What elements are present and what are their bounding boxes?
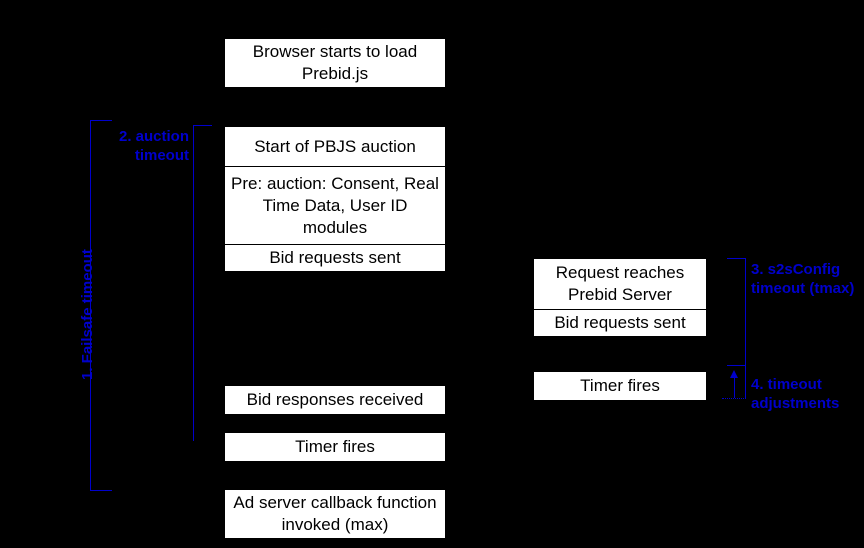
flow-box-label: Bid requests sent [554, 313, 686, 332]
flow-box-auction-start: Start of PBJS auction [225, 127, 445, 166]
annotation-auction-timeout: 2. auction timeout [118, 128, 189, 164]
flow-box-label: Pre: auction: Consent, Real Time Data, U… [231, 173, 439, 237]
flow-box-timer-fires-server: Timer fires [534, 372, 706, 400]
flow-box-label: Timer fires [295, 437, 375, 456]
s2sconfig-bracket-vertical [745, 258, 746, 366]
auction-timeout-bracket-tick-top [193, 125, 212, 126]
s2sconfig-bracket-tick-bottom [727, 365, 746, 366]
flow-box-browser-load: Browser starts to load Prebid.js [225, 39, 445, 87]
annotation-timeout-adjustments: 4. timeout adjustments [751, 376, 840, 412]
flow-box-label: Start of PBJS auction [254, 136, 416, 156]
flow-box-label: Bid responses received [246, 390, 424, 409]
flow-box-label: Bid requests sent [269, 248, 401, 267]
flow-box-label: Browser starts to load Prebid.js [252, 42, 418, 83]
flow-box-request-reaches-server: Request reaches Prebid Server [534, 259, 706, 309]
failsafe-bracket-vertical [90, 120, 91, 491]
timeout-adjustments-arrow-shaft [734, 377, 735, 398]
flow-box-bid-responses-received: Bid responses received [225, 386, 445, 414]
flow-box-pre-auction: Pre: auction: Consent, Real Time Data, U… [225, 166, 445, 244]
auction-timeout-bracket-vertical [193, 125, 194, 441]
flow-box-label: Timer fires [580, 376, 660, 395]
s2sconfig-bracket-tick-top [727, 258, 746, 259]
timeout-adjustments-baseline [722, 398, 746, 399]
flow-box-label: Request reaches Prebid Server [555, 263, 685, 304]
flow-box-timer-fires-client: Timer fires [225, 433, 445, 461]
annotation-s2sconfig-timeout: 3. s2sConfig timeout (tmax) [751, 261, 855, 297]
flow-box-bid-requests-sent: Bid requests sent [225, 244, 445, 271]
failsafe-bracket-tick-top [90, 120, 112, 121]
timeout-adjustments-arrow-head [730, 370, 738, 378]
flow-box-label: Ad server callback function invoked (max… [233, 493, 437, 534]
timeout-adjustments-bracket-vertical [745, 366, 746, 399]
flow-box-bid-requests-sent-server: Bid requests sent [534, 309, 706, 336]
failsafe-bracket-tick-bottom [90, 490, 112, 491]
annotation-failsafe-timeout: 1. Failsafe timeout [79, 249, 96, 380]
flow-box-ad-server-callback: Ad server callback function invoked (max… [225, 490, 445, 538]
